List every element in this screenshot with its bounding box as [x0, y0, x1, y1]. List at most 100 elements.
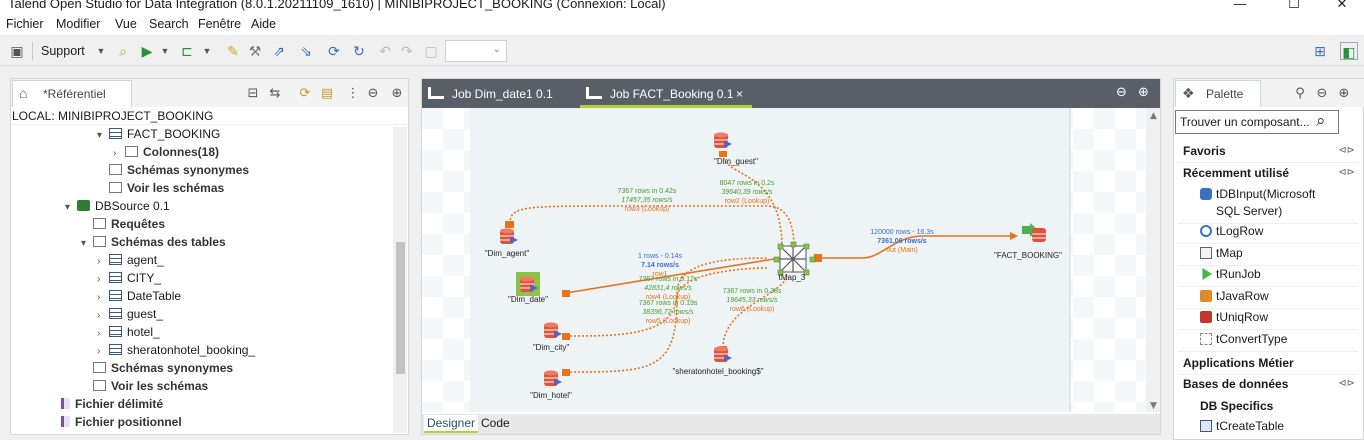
job-icon[interactable]: ⊏	[181, 43, 193, 59]
tree-item[interactable]: ▾DBSource 0.1	[65, 199, 170, 217]
close-window-icon[interactable]: ✕	[1336, 0, 1348, 11]
palette-item[interactable]: tJavaRow	[1200, 289, 1269, 303]
view-menu-icon[interactable]: ⋮	[346, 85, 360, 100]
tab-job-dim-date1[interactable]: Job Dim_date1 0.1	[422, 79, 572, 108]
palette-search-input[interactable]: Trouver un composant...	[1175, 110, 1339, 134]
expand-chevron-icon[interactable]: ›	[97, 274, 101, 285]
tree-item[interactable]: ›guest_	[97, 307, 163, 325]
palette-maximize-icon[interactable]: ⊕	[1338, 85, 1350, 100]
redo-icon[interactable]: ↷	[401, 43, 413, 59]
collapse-all-icon[interactable]: ⊟	[247, 85, 259, 100]
menu-aide[interactable]: Aide	[251, 17, 277, 31]
run-options-chevron-icon[interactable]: ▼	[160, 46, 170, 56]
tree-item[interactable]: Voir les schémas	[81, 379, 208, 397]
tmap-node[interactable]	[773, 241, 816, 276]
maximize-panel-icon[interactable]: ⊕	[391, 85, 403, 100]
tree-item[interactable]: ›DateTable	[97, 289, 181, 307]
expand-chevron-icon[interactable]: ›	[97, 346, 101, 357]
palette-item[interactable]: tLogRow	[1200, 224, 1263, 238]
link-editor-icon[interactable]: ⇆	[269, 85, 281, 100]
support-dropdown[interactable]: Support	[41, 44, 85, 58]
menu-modifier[interactable]: Modifier	[56, 17, 101, 31]
minimize-panel-icon[interactable]: ⊖	[367, 85, 379, 100]
expand-chevron-icon[interactable]: ▾	[81, 238, 87, 249]
tree-item[interactable]: Requêtes	[81, 217, 165, 235]
sheraton-node[interactable]	[714, 346, 732, 363]
run-icon[interactable]: ▶	[141, 43, 153, 59]
tree-item[interactable]: Schémas synonymes	[97, 163, 249, 181]
menu-fenetre[interactable]: Fenêtre	[198, 17, 242, 31]
menu-fichier[interactable]: Fichier	[6, 17, 44, 31]
chevron-down-icon[interactable]: ▼	[96, 46, 106, 56]
tab-code[interactable]: Code	[481, 416, 510, 430]
filter-icon[interactable]: ▤	[320, 85, 334, 100]
perspective-icon[interactable]: ⊞	[1314, 43, 1326, 59]
minimize-editor-icon[interactable]: ⊖	[1116, 84, 1127, 99]
search-icon[interactable]: ⌕	[1316, 111, 1326, 130]
page-icon[interactable]: ▢	[424, 43, 438, 59]
palette-item[interactable]: SQL Server)	[1216, 204, 1282, 218]
tree-item[interactable]: ›CITY_	[97, 271, 161, 289]
dim-hotel-node[interactable]	[544, 370, 562, 387]
menu-vue[interactable]: Vue	[115, 17, 137, 31]
fact-booking-node[interactable]	[1022, 223, 1046, 242]
job-options-chevron-icon[interactable]: ▼	[202, 46, 212, 56]
menu-search[interactable]: Search	[149, 17, 189, 31]
perspective-integration-icon[interactable]: ◧	[1340, 42, 1358, 60]
expand-chevron-icon[interactable]: ›	[97, 328, 101, 339]
section-toggle-icon[interactable]: ⊲⊳	[1338, 145, 1355, 156]
tab-palette[interactable]: ❖ Palette	[1175, 80, 1261, 107]
tree-item[interactable]: ▾FACT_BOOKING	[97, 127, 220, 145]
wrench-icon[interactable]: ⚒	[248, 43, 262, 59]
palette-item[interactable]: tDBInput(Microsoft	[1200, 187, 1315, 201]
repository-scrollbar[interactable]	[393, 127, 407, 433]
palette-item[interactable]: tConvertType	[1200, 332, 1287, 346]
palette-section-apps[interactable]: Applications Métier	[1183, 356, 1294, 370]
scrollbar-thumb[interactable]	[396, 242, 405, 374]
tree-item[interactable]: ›hotel_	[97, 325, 160, 343]
tree-item[interactable]: ▾Schémas des tables	[81, 235, 226, 253]
expand-chevron-icon[interactable]: ▾	[97, 130, 103, 141]
maximize-icon[interactable]: ☐	[1288, 0, 1300, 11]
dim-date-node[interactable]	[516, 272, 540, 296]
palette-section-recent[interactable]: Récemment utilisé	[1183, 166, 1290, 180]
save-icon[interactable]: ▣	[10, 43, 24, 59]
expand-chevron-icon[interactable]: ›	[113, 148, 117, 159]
sync-icon[interactable]: ⟳	[328, 43, 340, 59]
close-tab-icon[interactable]: ×	[736, 87, 744, 101]
import-icon[interactable]: ⇘	[300, 43, 312, 59]
palette-section-favoris[interactable]: Favoris	[1183, 144, 1226, 158]
palette-minimize-icon[interactable]: ⊖	[1316, 85, 1328, 100]
export-icon[interactable]: ⇗	[273, 43, 285, 59]
search-icon[interactable]: ⌕	[119, 43, 127, 59]
tree-item[interactable]: ›Colonnes(18)	[113, 145, 219, 163]
tab-job-fact-booking[interactable]: Job FACT_Booking 0.1 ×	[580, 79, 752, 108]
section-toggle-icon[interactable]: ⊲⊳	[1338, 378, 1355, 389]
dim-agent-node[interactable]	[500, 228, 518, 245]
tab-referentiel[interactable]: ⌂ *Référentiel	[12, 80, 132, 107]
maximize-editor-icon[interactable]: ⊕	[1138, 84, 1149, 99]
refresh-repo-icon[interactable]: ⟳	[299, 85, 311, 100]
palette-section-db-specifics[interactable]: DB Specifics	[1200, 399, 1274, 413]
expand-chevron-icon[interactable]: ▾	[65, 202, 71, 213]
tree-item[interactable]: ›agent_	[97, 253, 164, 271]
expand-chevron-icon[interactable]: ›	[97, 310, 101, 321]
section-toggle-icon[interactable]: ⊲⊳	[1338, 167, 1355, 178]
undo-icon[interactable]: ↶	[379, 43, 391, 59]
tree-item[interactable]: ›sheratonhotel_booking_	[97, 343, 255, 361]
dim-city-node[interactable]	[544, 322, 562, 339]
tree-item[interactable]: Schémas synonymes	[81, 361, 233, 379]
job-designer-canvas[interactable]: ▲ ▼	[422, 108, 1160, 412]
minimize-icon[interactable]: —	[1233, 0, 1247, 11]
refresh-icon[interactable]: ↻	[353, 43, 365, 59]
expand-chevron-icon[interactable]: ›	[97, 256, 101, 267]
tree-item[interactable]: Voir les schémas	[97, 181, 224, 199]
palette-item[interactable]: tRunJob	[1200, 267, 1261, 281]
zoom-combo[interactable]: ⌄	[445, 40, 507, 62]
tree-item[interactable]: Fichier positionnel	[49, 415, 182, 433]
palette-section-db[interactable]: Bases de données	[1183, 377, 1289, 391]
palette-item-tcreatetable[interactable]: tCreateTable	[1200, 419, 1284, 433]
tree-item[interactable]: Fichier délimité	[49, 397, 163, 415]
edit-icon[interactable]: ✎	[227, 43, 239, 59]
dim-guest-node[interactable]	[714, 132, 732, 149]
